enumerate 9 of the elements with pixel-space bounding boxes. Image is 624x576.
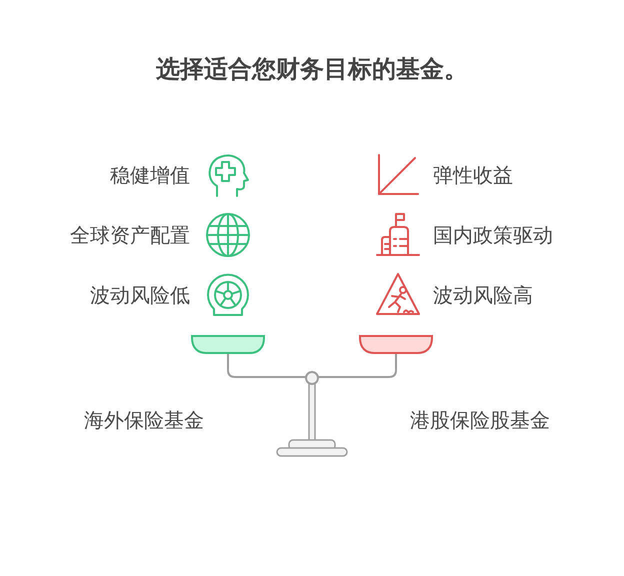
feature-label: 波动风险高 [433, 283, 533, 307]
fund-label: 港股保险股基金 [410, 408, 550, 432]
feature-label: 稳健增值 [110, 163, 190, 187]
fund-label: 海外保险基金 [84, 408, 204, 432]
feature-label: 弹性收益 [433, 163, 513, 187]
feature-label: 波动风险低 [90, 283, 190, 307]
diagram-title: 选择适合您财务目标的基金。 [156, 54, 468, 84]
feature-label: 全球资产配置 [70, 223, 190, 247]
feature-label: 国内政策驱动 [433, 223, 553, 247]
